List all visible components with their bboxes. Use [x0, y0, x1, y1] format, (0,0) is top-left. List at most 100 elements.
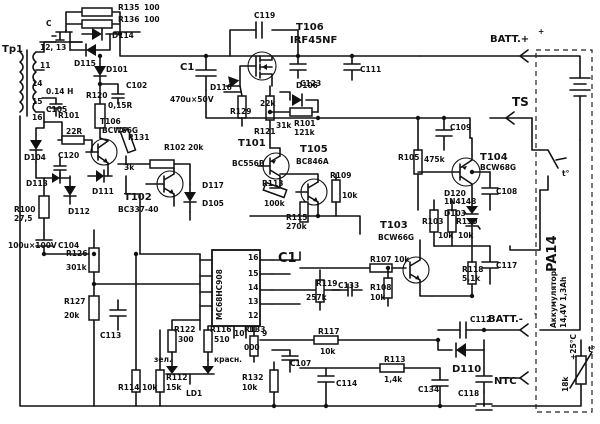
transformer-tp1 — [19, 41, 63, 123]
led-green-label: зел. — [154, 355, 172, 364]
c134-label: C118 — [458, 389, 479, 398]
ic-pin-16: 16 — [248, 253, 258, 262]
tp1-label: Tp1 — [2, 44, 23, 55]
ic-pin-13: 13 — [248, 297, 258, 306]
r119-value: 257k — [306, 293, 328, 302]
ntc-label: NTC — [494, 376, 517, 387]
r100-value: 27,5 — [14, 214, 33, 223]
r118-value: 5,1k — [462, 274, 481, 283]
batt-minus-arrow — [519, 323, 529, 337]
c1-value: 470u×50V — [170, 95, 214, 104]
t101-t105-stage — [249, 147, 361, 235]
c1-label: C1 — [180, 62, 194, 73]
t106b-part: BCW66G — [102, 126, 138, 135]
ic-c1 — [199, 249, 341, 339]
r127-label: R127 — [64, 297, 85, 306]
r112-label: R112 — [166, 373, 187, 382]
r131-value: 3k — [124, 163, 135, 172]
r113b-body — [379, 363, 405, 373]
r109-value: 10k — [342, 191, 358, 200]
c108-label: C108 — [496, 187, 517, 196]
r117-value: 10k — [320, 347, 336, 356]
r130-label: R130 — [456, 217, 477, 226]
t103-part: BCW66G — [378, 233, 414, 242]
c119-label: C119 — [254, 11, 275, 20]
r136-label: R136 — [118, 15, 139, 24]
r101b-label: R101 — [294, 119, 315, 128]
c117-label: C117 — [496, 261, 517, 270]
r135-label: R135 — [118, 3, 139, 12]
t106-label: T106 — [296, 22, 324, 33]
t104-part: BCW68G — [480, 163, 516, 172]
r115-label: R115 — [286, 213, 307, 222]
c112-label: C107 — [290, 359, 311, 368]
r114-value: 10k — [142, 383, 158, 392]
r130-value: 10k — [458, 231, 474, 240]
thermistor-value: 18k — [561, 376, 570, 392]
r121-label: R121 — [254, 127, 275, 136]
c107-label: C114 — [336, 379, 357, 388]
r126-value: 301k — [66, 263, 88, 272]
ic-pin-10: 10 — [234, 329, 244, 338]
r129-label: R129 — [230, 107, 251, 116]
tp1-pin-12-13: 12, 13 — [40, 43, 66, 52]
d106-label: D106 — [296, 81, 318, 90]
d105-label: D105 — [202, 199, 224, 208]
ic-pin-12: 12 — [248, 311, 258, 320]
r113-value: 100k — [264, 199, 286, 208]
r122-value: 300 — [178, 335, 194, 344]
primary-switch-stage — [19, 55, 161, 407]
c-label: C — [46, 19, 52, 28]
d115-label: D115 — [74, 59, 96, 68]
t106b-label: T106 — [100, 117, 121, 126]
c120-label: C120 — [58, 151, 79, 160]
ts-label: TS — [512, 95, 529, 109]
r107-label: R107 — [370, 255, 391, 264]
c114-label: C134 — [418, 385, 439, 394]
c105-label: C105 — [46, 105, 67, 114]
r122-label: R122 — [174, 325, 195, 334]
c123-label: C123 — [300, 79, 321, 88]
r127-body — [88, 295, 100, 321]
r132-value: 10k — [242, 383, 258, 392]
d104-label: D104 — [24, 153, 46, 162]
r103-label: R103 — [422, 217, 443, 226]
r135-body — [81, 7, 113, 17]
battery-ref-label: PA14 — [545, 236, 560, 273]
r102-label: R102 — [164, 143, 185, 152]
r136-body — [81, 19, 113, 29]
r132-label: R132 — [242, 373, 263, 382]
r105-value: 475k — [424, 155, 446, 164]
r113-body — [262, 181, 288, 199]
ld1-label: LD1 — [186, 389, 202, 398]
t102-part: BC337-40 — [118, 205, 158, 214]
ic-c1-name: C1 — [278, 251, 297, 266]
tp1-pin-15: 15 — [32, 97, 42, 106]
r132-body — [269, 369, 279, 393]
r109-body — [331, 179, 341, 203]
junction-dots — [41, 31, 487, 409]
r102-value: 20k — [188, 143, 204, 152]
led-red-label: красн. — [214, 355, 242, 364]
tp1-wire-label: 0.14 H — [46, 87, 73, 96]
d117-label: D117 — [202, 181, 224, 190]
batt-plus-label: BATT.+ — [490, 34, 529, 45]
ic-pin-14: 14 — [248, 283, 258, 292]
r115-value: 270k — [286, 222, 308, 231]
d112-label: D112 — [68, 207, 90, 216]
t101-part: BC556B — [232, 159, 265, 168]
thermistor-temp: +25°C — [569, 334, 578, 360]
c111-label: C111 — [360, 65, 381, 74]
ntc-arrow — [519, 371, 529, 385]
batt-minus-label: BATT.- — [488, 314, 523, 325]
d114-label: D114 — [112, 31, 134, 40]
r133-label: R133 — [244, 325, 265, 334]
batt-plus-arrow — [519, 49, 529, 63]
r131-label: R131 — [128, 133, 149, 142]
ic-c1-part: MC68HC908 — [215, 269, 224, 320]
batt-minus-sup: - — [534, 309, 537, 318]
r115-body — [299, 201, 309, 223]
thermistor-temp-symbol: t° — [588, 345, 596, 354]
ic-pin-11: 11 — [248, 325, 258, 334]
t102-stage — [125, 159, 201, 255]
